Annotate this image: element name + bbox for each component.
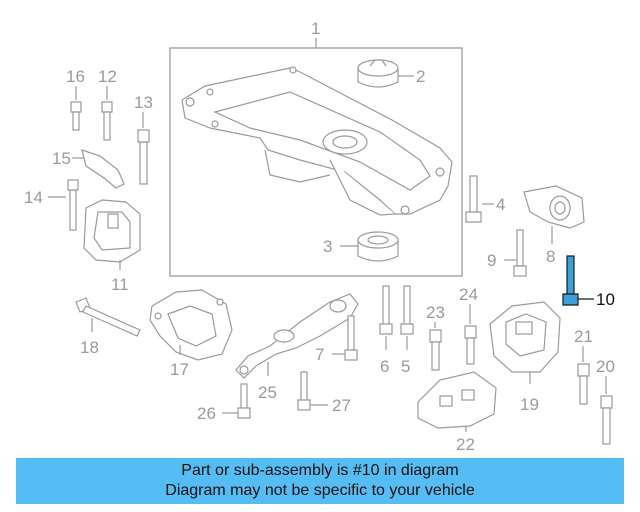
callout-16[interactable]: 16 [66,67,85,86]
bolt-part-6[interactable] [379,285,393,335]
bolt-part-27[interactable] [297,371,311,411]
callout-20[interactable]: 20 [596,357,615,376]
bolt-part-20[interactable] [600,395,613,445]
torque-rod-part-25[interactable] [235,293,359,379]
mount-part-8[interactable] [523,185,585,229]
bushing-part-2[interactable] [357,59,399,88]
bolt-part-14[interactable] [67,179,79,231]
callout-7[interactable]: 7 [315,345,324,364]
bolt-part-10[interactable] [562,255,579,306]
callout-19[interactable]: 19 [520,395,539,414]
info-banner: Part or sub-assembly is #10 in diagram D… [16,458,624,504]
bolt-part-18[interactable] [75,297,141,337]
bolt-part-26[interactable] [237,383,251,419]
callout-25[interactable]: 25 [258,383,277,402]
callout-2[interactable]: 2 [416,67,425,86]
bushing-part-3[interactable] [357,231,399,262]
banner-line-1: Part or sub-assembly is #10 in diagram [181,462,459,479]
callout-14[interactable]: 14 [24,188,43,207]
callout-5[interactable]: 5 [401,357,410,376]
callout-8[interactable]: 8 [546,247,555,266]
callout-24[interactable]: 24 [459,285,478,304]
callout-4[interactable]: 4 [496,195,505,214]
bracket-part-22[interactable] [417,371,497,429]
callout-1[interactable]: 1 [311,19,320,38]
bracket-part-17[interactable] [149,289,233,361]
bolt-part-21[interactable] [577,363,590,405]
banner-line-2: Diagram may not be specific to your vehi… [165,482,475,499]
bolt-part-5[interactable] [400,285,414,335]
callout-21[interactable]: 21 [574,327,593,346]
bolt-part-4[interactable] [465,175,482,223]
bolt-part-16[interactable] [70,101,82,131]
mount-part-11[interactable] [83,199,141,263]
bolt-part-13[interactable] [137,129,150,185]
bolt-part-23[interactable] [429,329,442,371]
subframe-part[interactable] [181,66,453,216]
bolt-part-9[interactable] [513,229,527,277]
callout-9[interactable]: 9 [487,251,496,270]
callout-17[interactable]: 17 [170,360,189,379]
callout-13[interactable]: 13 [134,93,153,112]
callout-6[interactable]: 6 [380,357,389,376]
callout-18[interactable]: 18 [80,338,99,357]
bolt-part-7[interactable] [344,315,358,361]
callout-11[interactable]: 11 [111,275,129,294]
callout-3[interactable]: 3 [323,237,332,256]
callout-15[interactable]: 15 [52,149,71,168]
callout-27[interactable]: 27 [332,396,351,415]
bolt-part-12[interactable] [101,101,113,141]
bracket-part-15[interactable] [81,149,125,189]
callout-10[interactable]: 10 [596,290,615,309]
callout-26[interactable]: 26 [197,404,216,423]
callout-22[interactable]: 22 [456,435,475,454]
callout-23[interactable]: 23 [426,303,445,322]
callout-12[interactable]: 12 [98,67,117,86]
bolt-part-24[interactable] [464,325,477,365]
mount-part-19[interactable] [489,301,561,373]
